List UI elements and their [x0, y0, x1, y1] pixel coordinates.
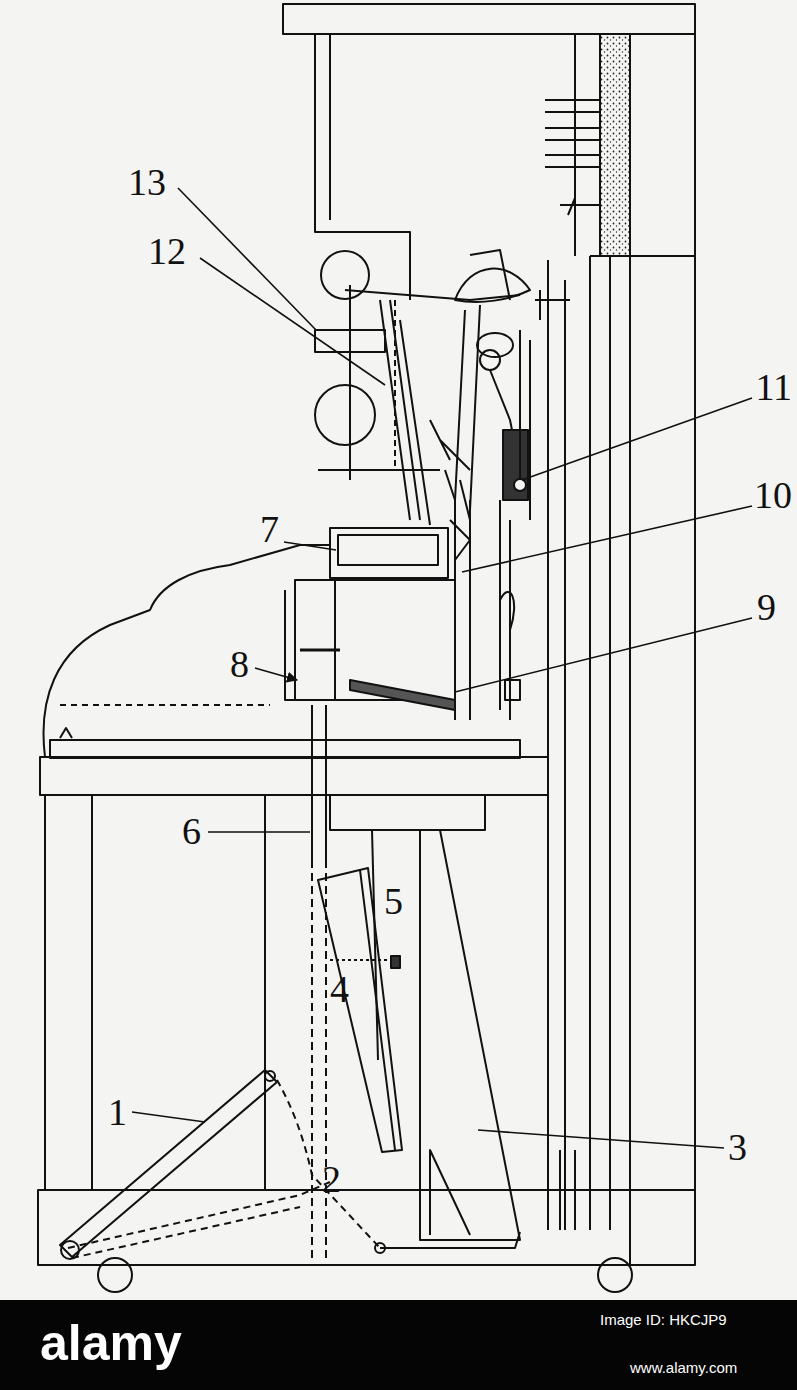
callout-number: 9: [757, 588, 776, 626]
watermark-logo: alamy: [40, 1318, 182, 1368]
callout-number: 6: [182, 812, 201, 850]
callout-number: 13: [128, 163, 166, 201]
callout-number: 5: [384, 882, 403, 920]
callout-number: 4: [330, 970, 349, 1008]
callout-number: 7: [260, 510, 279, 548]
callout-number: 3: [728, 1128, 747, 1166]
callout-number: 2: [322, 1160, 341, 1198]
callout-number: 12: [148, 232, 186, 270]
callout-number: 11: [755, 368, 792, 406]
leader-lines: [132, 188, 752, 1148]
callout-number: 8: [230, 645, 249, 683]
image-id: Image ID: HKCJP9: [600, 1312, 727, 1327]
watermark-url: www.alamy.com: [630, 1360, 737, 1375]
callout-number: 1: [108, 1093, 127, 1131]
callout-number: 10: [754, 476, 792, 514]
